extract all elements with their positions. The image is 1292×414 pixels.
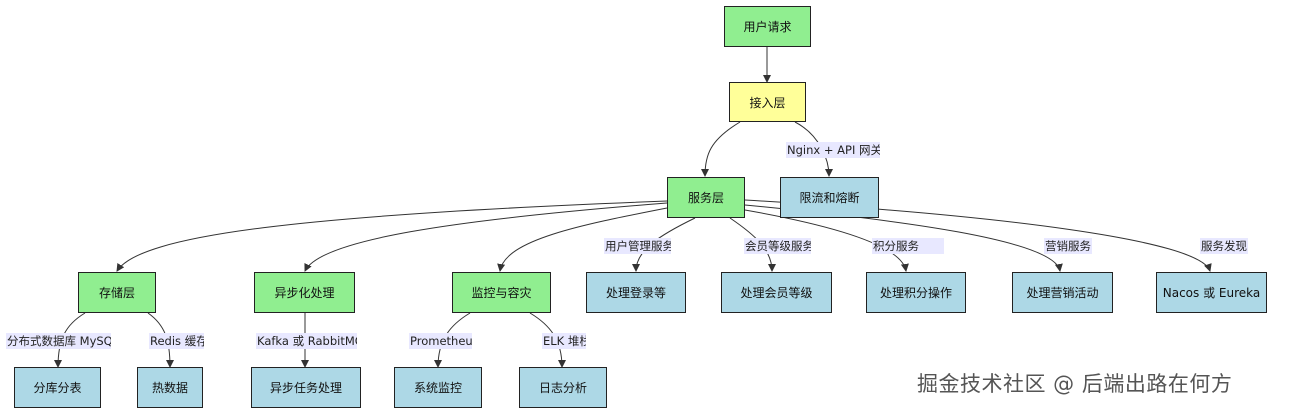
edge-label-user-mgmt: 用户管理服务: [604, 238, 671, 254]
node-user-request[interactable]: 用户请求: [724, 6, 811, 47]
edge-label-mq: Kafka 或 RabbitMQ: [256, 333, 357, 349]
edge-label-points-svc: 积分服务: [872, 238, 944, 254]
node-hot-data[interactable]: 热数据: [137, 367, 203, 408]
node-member-level[interactable]: 处理会员等级: [721, 272, 832, 313]
node-marketing[interactable]: 处理营销活动: [1012, 272, 1113, 313]
edge-label-gateway: Nginx + API 网关: [786, 142, 880, 158]
node-log-analysis[interactable]: 日志分析: [519, 367, 607, 408]
node-rate-limit[interactable]: 限流和熔断: [780, 177, 879, 218]
edge-label-prometheus: Prometheus: [409, 333, 472, 349]
edge-service-async: [304, 202, 668, 272]
edge-label-mysql: 分布式数据库 MySQL: [6, 333, 111, 349]
edge-label-elk: ELK 堆栈: [542, 333, 586, 349]
edge-service-monitor: [497, 207, 668, 272]
edge-label-redis: Redis 缓存: [149, 333, 204, 349]
node-sharding[interactable]: 分库分表: [14, 367, 101, 408]
node-storage-layer[interactable]: 存储层: [78, 272, 156, 313]
edge-label-member-svc: 会员等级服务: [744, 238, 811, 254]
node-service-layer[interactable]: 服务层: [667, 177, 745, 218]
watermark: 掘金技术社区 @ 后端出路在何方: [917, 372, 1233, 396]
edge-service-points: [744, 209, 909, 272]
edge-access-service: [701, 121, 741, 177]
node-login[interactable]: 处理登录等: [586, 272, 686, 313]
edge-label-marketing-svc: 营销服务: [1044, 238, 1092, 254]
node-discovery[interactable]: Nacos 或 Eureka: [1156, 272, 1267, 313]
node-async-processing[interactable]: 异步化处理: [254, 272, 355, 313]
edge-service-storage: [116, 200, 668, 272]
node-points-ops[interactable]: 处理积分操作: [866, 272, 966, 313]
node-access-layer[interactable]: 接入层: [729, 82, 806, 122]
node-sys-monitor[interactable]: 系统监控: [394, 367, 482, 408]
edge-label-discovery-svc: 服务发现: [1200, 238, 1248, 254]
node-monitoring[interactable]: 监控与容灾: [452, 272, 551, 313]
node-async-task[interactable]: 异步任务处理: [251, 367, 361, 408]
